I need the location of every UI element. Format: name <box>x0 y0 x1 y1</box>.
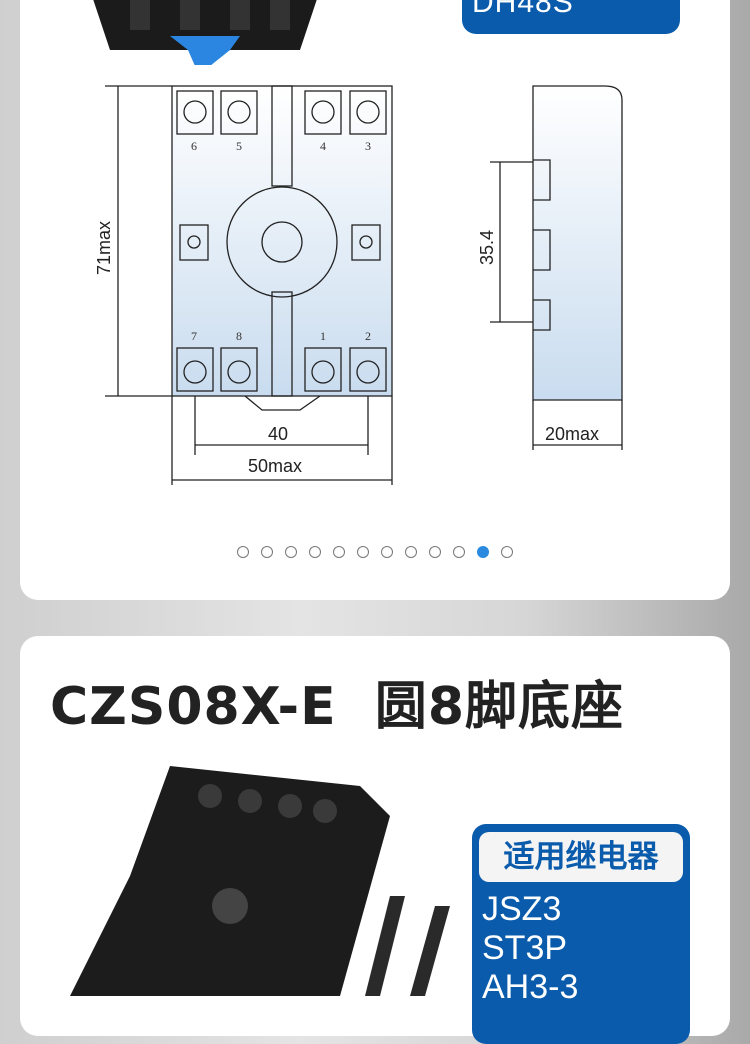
carousel-dot[interactable] <box>261 546 273 558</box>
carousel-indicator <box>0 546 750 558</box>
carousel-dot[interactable] <box>453 546 465 558</box>
carousel-dot[interactable] <box>237 546 249 558</box>
height-dimension: 71max <box>94 221 114 275</box>
socket-photo-top <box>93 0 317 65</box>
pitch-dimension: 40 <box>268 424 288 444</box>
carousel-dot[interactable] <box>285 546 297 558</box>
carousel-dot[interactable] <box>405 546 417 558</box>
pin-label: 3 <box>365 139 371 153</box>
pin-label: 1 <box>320 329 326 343</box>
side-height-dimension: 35.4 <box>477 230 497 265</box>
product-card-dh48s: DH48S 71max 40 50max 35.4 2 <box>20 0 730 600</box>
relay-model: JSZ3 <box>482 890 562 928</box>
depth-dimension: 20max <box>545 424 599 444</box>
product-card-czs08x-e: CZS08X-E 圆8脚底座 适用继电器 JSZ3 ST3P AH3-3 <box>20 636 730 1044</box>
carousel-dot[interactable] <box>477 546 489 558</box>
pin-label: 8 <box>236 329 242 343</box>
relay-model: DH48S <box>472 0 574 19</box>
width-dimension: 50max <box>248 456 302 476</box>
applicable-relays-tag: 适用继电器 JSZ3 ST3P AH3-3 <box>472 824 690 1044</box>
carousel-dot[interactable] <box>309 546 321 558</box>
relay-model: ST3P <box>482 929 568 967</box>
pin-label: 6 <box>191 139 197 153</box>
dimension-drawing: 71max 40 50max 35.4 20max 6 5 4 3 7 8 1 … <box>94 85 623 485</box>
pin-label: 4 <box>320 139 326 153</box>
carousel-dot[interactable] <box>357 546 369 558</box>
carousel-dot[interactable] <box>501 546 513 558</box>
pin-label: 7 <box>191 329 197 343</box>
product-title: CZS08X-E 圆8脚底座 <box>50 677 625 737</box>
carousel-dot[interactable] <box>429 546 441 558</box>
applicable-relays-header: 适用继电器 <box>479 832 683 882</box>
applicable-relay-tag: DH48S <box>462 0 680 34</box>
pin-label: 2 <box>365 329 371 343</box>
carousel-dot[interactable] <box>333 546 345 558</box>
socket-photo <box>70 766 450 996</box>
carousel-dot[interactable] <box>381 546 393 558</box>
relay-model: AH3-3 <box>482 968 579 1006</box>
pin-label: 5 <box>236 139 242 153</box>
